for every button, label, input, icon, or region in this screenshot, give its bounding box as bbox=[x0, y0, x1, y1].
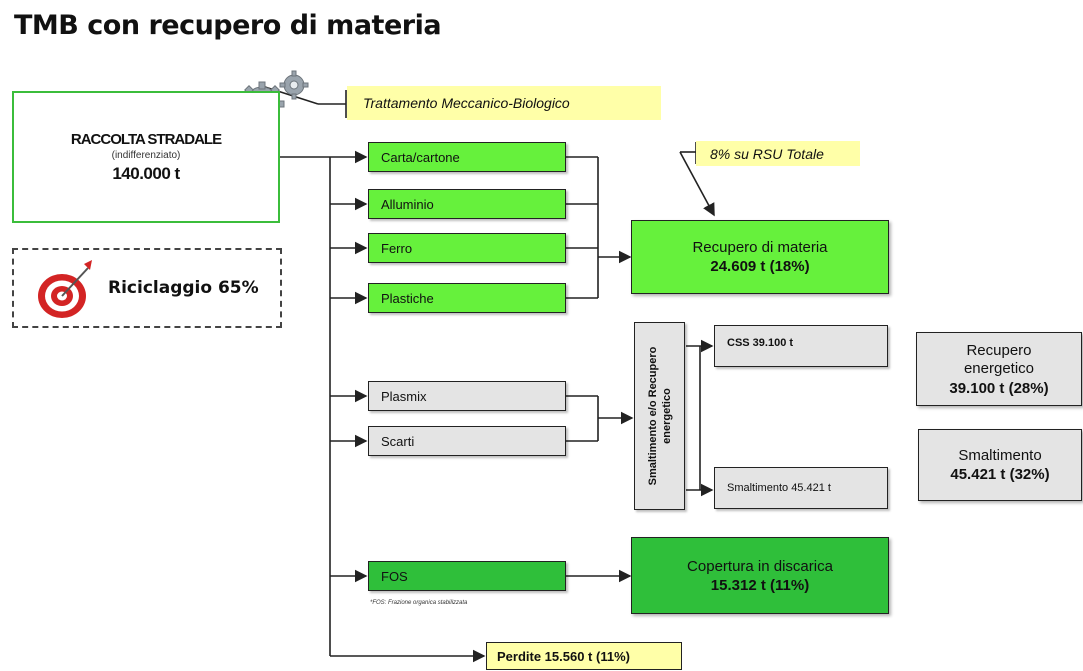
source-amount: 140.000 t bbox=[112, 163, 180, 183]
outcome-copertura-value: 15.312 t (11%) bbox=[710, 576, 810, 594]
page-title: TMB con recupero di materia bbox=[14, 10, 442, 41]
outcome-smaltimento-label: Smaltimento bbox=[958, 447, 1042, 464]
tmb-note: Trattamento Meccanico-Biologico bbox=[347, 86, 661, 120]
source-subtitle: (indifferenziato) bbox=[111, 149, 181, 161]
smaltimento-recupero-box: Smaltimento e/o Recupero energetico bbox=[634, 322, 685, 510]
residue-box-plasmix: Plasmix bbox=[368, 381, 566, 411]
material-box-carta: Carta/cartone bbox=[368, 142, 566, 172]
source-box: RACCOLTA STRADALE (indifferenziato) 140.… bbox=[12, 91, 280, 223]
fos-footnote: *FOS: Frazione organica stabilizzata bbox=[370, 600, 468, 606]
outcome-recupero-energetico: Recupero energetico 39.100 t (28%) bbox=[916, 332, 1082, 406]
rsu-note: 8% su RSU Totale bbox=[696, 141, 860, 166]
css-output-box: CSS 39.100 t bbox=[714, 325, 888, 367]
outcome-recupero-energetico-label: Recupero energetico bbox=[963, 341, 1035, 377]
smaltimento-recupero-label: Smaltimento e/o Recupero energetico bbox=[646, 346, 673, 486]
outcome-recupero-materia: Recupero di materia 24.609 t (18%) bbox=[631, 220, 889, 294]
material-box-plastiche: Plastiche bbox=[368, 283, 566, 313]
material-box-ferro: Ferro bbox=[368, 233, 566, 263]
outcome-recupero-energetico-value: 39.100 t (28%) bbox=[949, 379, 1049, 397]
outcome-smaltimento-value: 45.421 t (32%) bbox=[950, 466, 1050, 483]
smaltimento-output-box: Smaltimento 45.421 t bbox=[714, 467, 888, 509]
outcome-recupero-materia-value: 24.609 t (18%) bbox=[710, 258, 810, 275]
outcome-recupero-materia-label: Recupero di materia bbox=[692, 239, 828, 256]
recycling-goal-label: Riciclaggio 65% bbox=[108, 278, 259, 298]
source-name: RACCOLTA STRADALE bbox=[70, 130, 222, 148]
target-icon bbox=[38, 260, 92, 318]
outcome-smaltimento: Smaltimento 45.421 t (32%) bbox=[918, 429, 1082, 501]
recycling-goal-box: Riciclaggio 65% bbox=[12, 248, 282, 328]
residue-box-scarti: Scarti bbox=[368, 426, 566, 456]
outcome-copertura-label: Copertura in discarica bbox=[687, 557, 833, 575]
losses-box: Perdite 15.560 t (11%) bbox=[486, 642, 682, 670]
outcome-copertura-discarica: Copertura in discarica 15.312 t (11%) bbox=[631, 537, 889, 614]
fos-box: FOS bbox=[368, 561, 566, 591]
material-box-alluminio: Alluminio bbox=[368, 189, 566, 219]
